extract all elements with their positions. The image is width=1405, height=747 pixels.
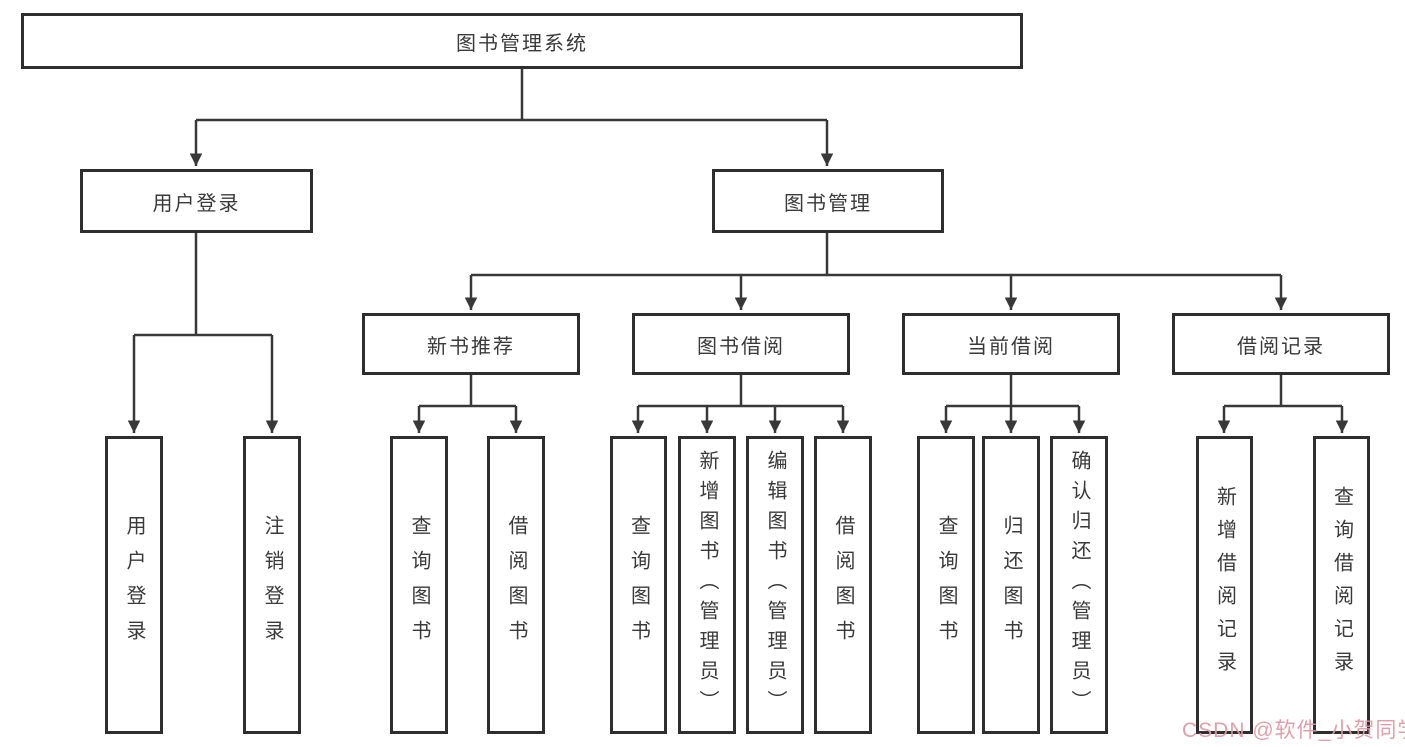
leaf-current-confirm-return-admin: 确认归还（管理员） [1050,436,1108,734]
leaf-label: 查询图书 [408,515,430,655]
node-label: 用户登录 [152,192,241,215]
node-label: 新书推荐 [427,335,515,358]
leaf-label: 确认归还（管理员） [1068,450,1090,720]
leaf-records-add-record: 新增借阅记录 [1196,436,1253,734]
leaf-label: 查询借阅记录 [1330,486,1353,684]
leaf-label: 注销登录 [261,515,283,655]
node-user-login-branch: 用户登录 [80,169,313,233]
leaf-label: 新增图书（管理员） [696,450,718,720]
leaf-borrow-query-books: 查询图书 [610,436,667,734]
node-new-book-recommend: 新书推荐 [362,313,580,375]
csdn-watermark: CSDN @软件_小贺同学 [1182,719,1405,742]
node-book-management-branch: 图书管理 [712,169,944,233]
leaf-label: 借阅图书 [505,515,527,655]
leaf-label: 新增借阅记录 [1213,486,1236,684]
leaf-current-query-books: 查询图书 [917,436,975,734]
leaf-label: 归还图书 [1000,515,1022,655]
node-root-library-system: 图书管理系统 [21,13,1023,69]
node-borrow-records: 借阅记录 [1172,313,1390,375]
leaf-label: 借阅图书 [832,515,854,655]
leaf-borrow-edit-books-admin: 编辑图书（管理员） [746,436,804,734]
node-label: 图书管理 [784,192,872,215]
leaf-borrow-add-books-admin: 新增图书（管理员） [678,436,736,734]
node-book-borrow: 图书借阅 [632,313,850,375]
node-label: 图书借阅 [697,335,785,358]
leaf-label: 查询图书 [935,515,957,655]
node-label: 当前借阅 [967,335,1055,358]
leaf-recommend-borrow-books: 借阅图书 [487,436,545,734]
leaf-user-login: 用户登录 [105,436,163,734]
leaf-records-query-record: 查询借阅记录 [1313,436,1370,734]
leaf-recommend-query-books: 查询图书 [390,436,448,734]
leaf-label: 用户登录 [123,515,145,655]
node-label: 图书管理系统 [456,32,588,55]
leaf-label: 查询图书 [627,515,650,655]
node-current-borrow: 当前借阅 [902,313,1120,375]
leaf-current-return-books: 归还图书 [982,436,1040,734]
leaf-borrow-borrow-books: 借阅图书 [814,436,872,734]
node-label: 借阅记录 [1237,335,1325,358]
leaf-logout: 注销登录 [243,436,301,734]
leaf-label: 编辑图书（管理员） [764,450,786,720]
